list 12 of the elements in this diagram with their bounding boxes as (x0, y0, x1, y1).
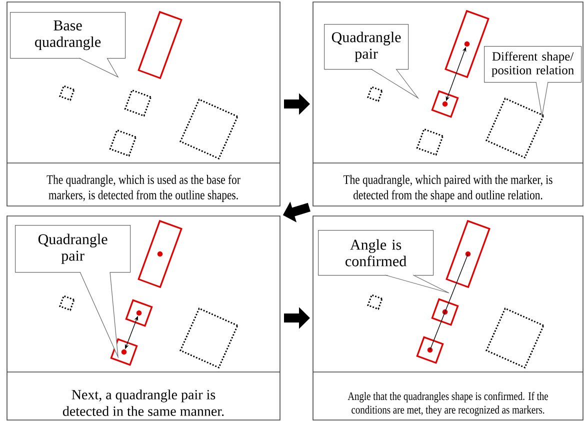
marker-quadrangle (431, 90, 459, 118)
connecting-line (444, 254, 468, 312)
marker-quadrangle (125, 299, 153, 327)
marker-quadrangle (110, 338, 138, 366)
callout-bubble: Base quadrangle (10, 12, 126, 78)
marker-quadrangle (431, 298, 459, 326)
callout-bubble: Different shape/ position relation (484, 46, 582, 118)
callout-bubble: Angle is confirmed (318, 230, 450, 294)
connecting-line (430, 312, 446, 350)
callout-bubble: Quadrangle pair (324, 24, 420, 100)
callout-bubble: Quadrangle pair (15, 225, 131, 359)
marker-quadrangle (416, 336, 444, 364)
